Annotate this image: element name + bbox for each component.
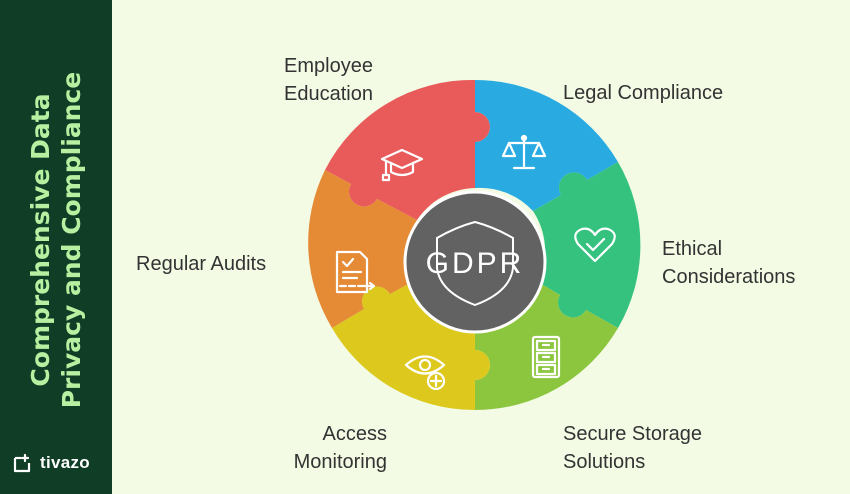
label-ethical-considerations: Ethical Considerations [662,235,795,291]
tivazo-logo-icon [13,453,31,473]
label-line1: Employee [284,55,373,77]
label-line1: Legal Compliance [563,82,724,104]
label-line2: Solutions [563,451,646,473]
shield-outline-icon [436,220,514,307]
label-secure-storage: Secure Storage Solutions [563,420,702,476]
gdpr-center-circle [403,190,547,334]
brand-logo: tivazo [12,452,90,474]
label-line1: Secure Storage [563,423,702,445]
scales-icon [501,134,547,170]
segment-regular-audits [308,170,417,328]
label-regular-audits: Regular Audits [136,250,266,278]
label-line2: Education [284,83,373,105]
segment-legal-compliance [475,79,618,211]
label-access-monitoring: Access Monitoring [272,420,387,476]
audit-document-icon [335,250,376,294]
brand-name: tivazo [40,453,90,472]
segment-access-monitoring [332,282,490,411]
gdpr-label: GDPR [426,247,525,280]
heart-check-icon [574,227,616,263]
label-line1: Access [322,423,387,445]
segment-employee-education [325,79,490,220]
label-line1: Regular Audits [136,253,267,275]
label-legal-compliance: Legal Compliance [563,79,723,107]
label-line2: Monitoring [293,451,387,473]
graduation-cap-icon [380,148,424,182]
label-employee-education: Employee Education [284,52,373,108]
file-cabinet-icon [531,335,561,379]
sidebar-panel: Comprehensive Data Privacy and Complianc… [0,0,112,494]
label-line2: Considerations [662,266,796,288]
eye-plus-icon [404,355,446,391]
label-line1: Ethical [662,238,723,260]
